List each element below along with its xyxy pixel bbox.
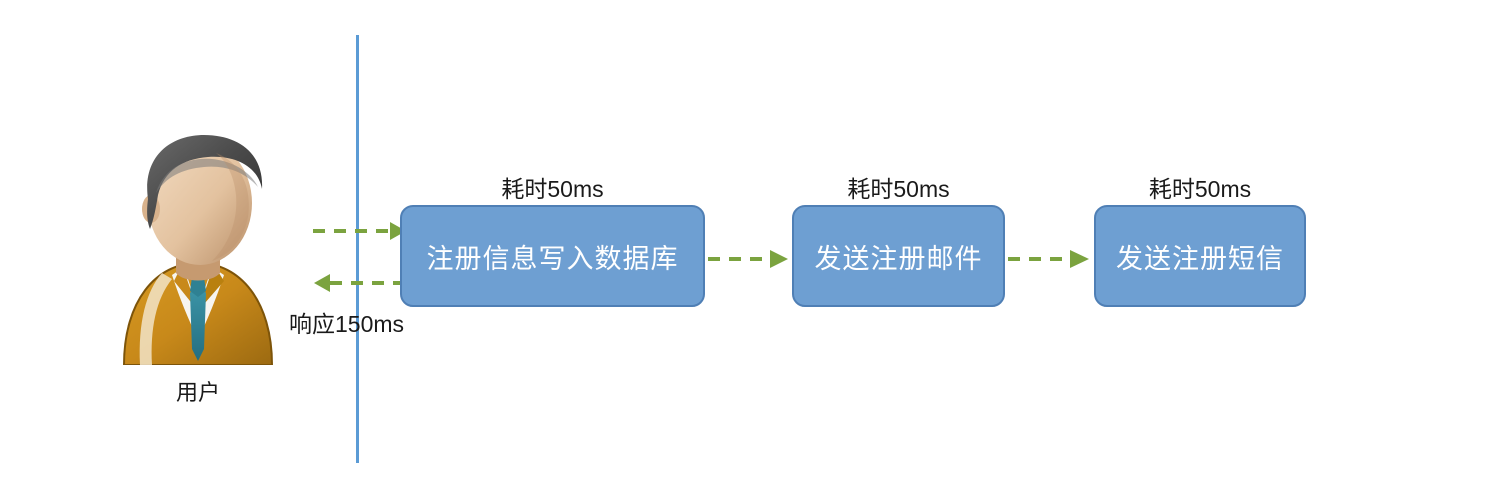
system-boundary-line <box>356 35 359 463</box>
process-box-step-2[interactable]: 发送注册邮件 <box>792 205 1005 307</box>
request-arrow <box>313 222 406 240</box>
cost-label-step-2: 耗时50ms <box>847 176 950 202</box>
cost-label-step-3: 耗时50ms <box>1148 176 1252 202</box>
cost-label-step-1: 耗时50ms <box>501 176 604 202</box>
flow-arrow-2-3 <box>1008 250 1089 268</box>
flow-arrow-1-2 <box>708 250 788 268</box>
actor-label: 用户 <box>175 380 220 405</box>
response-time-label: 响应150ms <box>289 311 405 337</box>
user-avatar-icon <box>112 133 284 365</box>
process-box-step-3[interactable]: 发送注册短信 <box>1094 205 1306 307</box>
process-box-step-1[interactable]: 注册信息写入数据库 <box>400 205 705 307</box>
